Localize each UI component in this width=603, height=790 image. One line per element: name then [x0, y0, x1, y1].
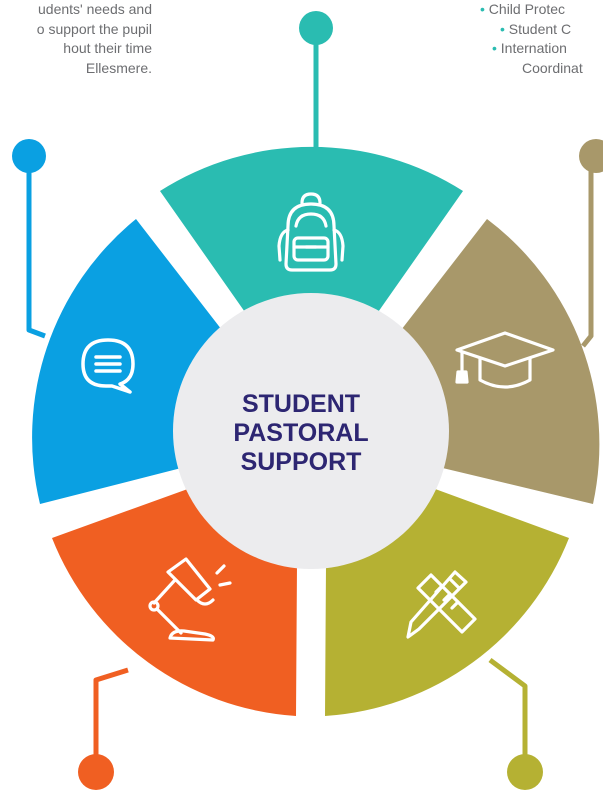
center-circle [173, 293, 449, 569]
ruler-pencil-icon [406, 570, 477, 639]
right-description: • Child Protec • Student C • Internation… [480, 0, 583, 78]
segment-backpack [160, 146, 463, 315]
bullet: • [480, 1, 485, 17]
right-line-text: Internation [500, 40, 567, 56]
right-line: • Internation [480, 39, 583, 59]
right-line-text: Student C [508, 20, 572, 37]
speech-bubble-connector [26, 158, 46, 339]
left-line: udents' needs and [38, 1, 152, 17]
desk-lamp-icon [148, 557, 232, 642]
right-line-text: Coordinat [522, 59, 583, 76]
bullet: • [500, 20, 505, 37]
center-title-line: PASTORAL [233, 419, 369, 447]
center-title-line: SUPPORT [240, 448, 362, 476]
graduation-connector [581, 158, 594, 348]
bullet: • [492, 40, 497, 56]
backpack-icon [277, 192, 345, 272]
desk-lamp-dot [78, 754, 114, 790]
speech-bubble-icon [81, 338, 135, 394]
center-title: STUDENT PASTORAL SUPPORT [173, 390, 429, 477]
graduation-dot [579, 139, 603, 173]
right-line: • Child Protec [480, 0, 583, 20]
right-line: • Student C [480, 20, 583, 40]
right-line: Coordinat [480, 59, 583, 79]
desk-lamp-connector [93, 667, 129, 772]
left-line: Ellesmere. [85, 59, 152, 76]
left-line: o support the pupil [36, 20, 152, 37]
ruler-pencil-connector [488, 657, 528, 772]
graduation-cap-icon [455, 331, 555, 389]
right-line-text: Child Protec [488, 1, 566, 17]
center-title-line: STUDENT [241, 390, 361, 418]
speech-bubble-dot [12, 139, 46, 173]
left-line: hout their time [63, 40, 152, 56]
backpack-dot [299, 11, 333, 45]
left-description: udents' needs and o support the pupil ho… [0, 0, 152, 78]
ruler-pencil-dot [507, 754, 543, 790]
